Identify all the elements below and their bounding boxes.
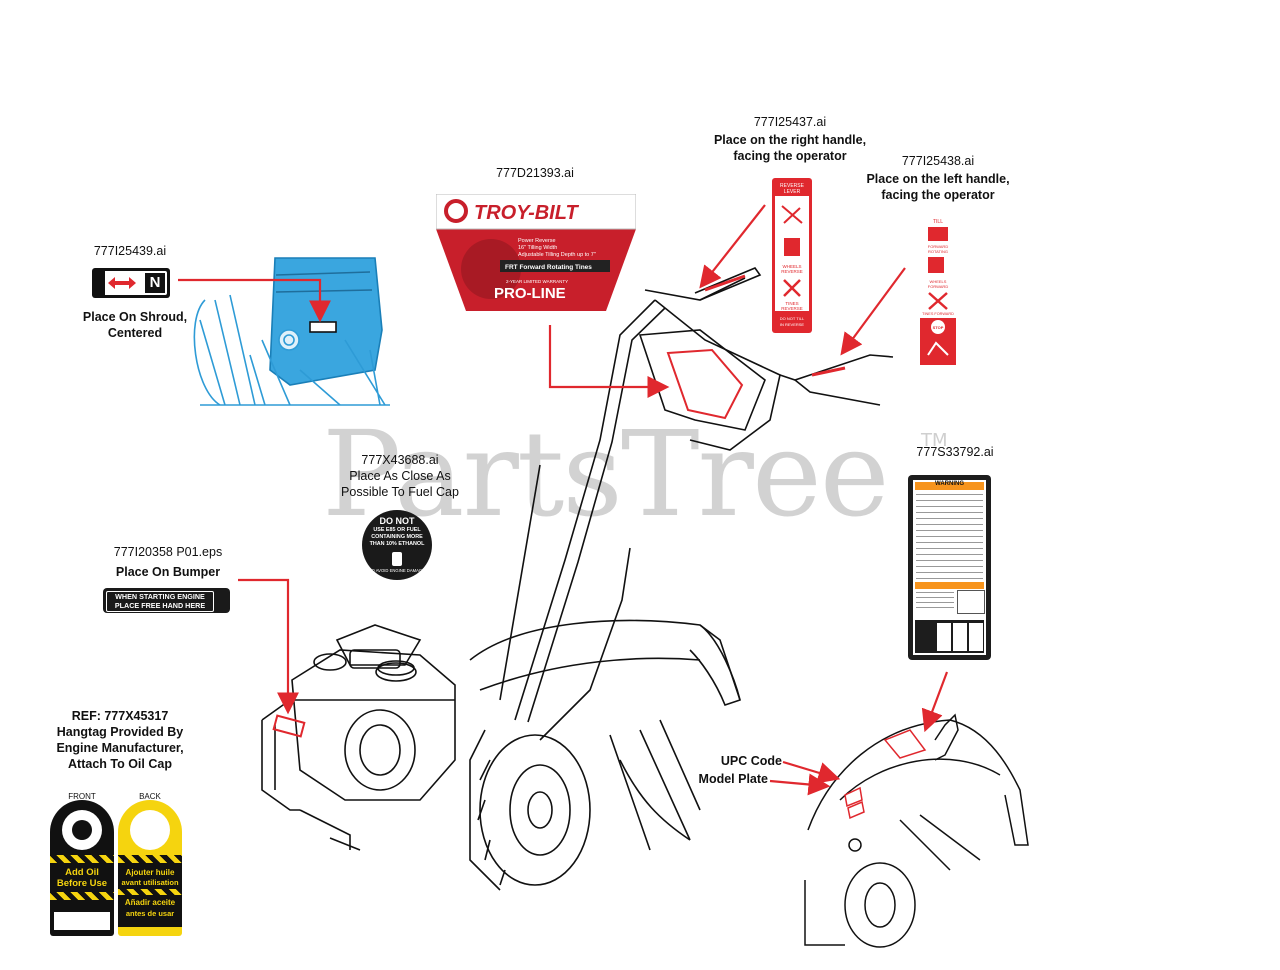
hangtag-line2: Hangtag Provided By bbox=[56, 725, 184, 739]
shroud-line1: Place On Shroud, bbox=[82, 310, 188, 324]
hangtag-back: Ajouter huile avant utilisation Añadir a… bbox=[118, 800, 182, 936]
hangtag-line3: Engine Manufacturer, bbox=[56, 741, 184, 755]
neutral-letter: N bbox=[145, 273, 165, 293]
right-handle-line1: Place on the right handle, bbox=[713, 133, 867, 147]
logo-decal-file: 777D21393.ai bbox=[496, 166, 574, 180]
fuel-warning-decal: DO NOT USE E85 OR FUEL CONTAINING MORE T… bbox=[362, 510, 432, 580]
model-plate-label: Model Plate bbox=[698, 772, 768, 786]
warning-file: 777S33792.ai bbox=[916, 445, 994, 459]
hangtag-front: Add Oil Before Use bbox=[50, 800, 114, 936]
shroud-file: 777I25439.ai bbox=[93, 244, 167, 258]
svg-text:TINES: TINES bbox=[785, 301, 798, 306]
decal-brand: TROY-BILT bbox=[474, 202, 579, 224]
svg-text:ROTATING: ROTATING bbox=[928, 249, 948, 254]
shroud-line2: Centered bbox=[107, 326, 163, 340]
svg-text:TILL: TILL bbox=[933, 219, 943, 225]
decal-brand-line-3: Adjustable Tilling Depth up to 7" bbox=[518, 252, 596, 258]
neutral-decal: N bbox=[92, 268, 170, 298]
tine-hood bbox=[469, 619, 741, 851]
svg-text:REVERSE: REVERSE bbox=[781, 306, 803, 311]
left-handle-file: 777I25438.ai bbox=[901, 154, 975, 168]
warning-decal: WARNING bbox=[908, 475, 991, 660]
svg-text:DO NOT TILL: DO NOT TILL bbox=[780, 316, 805, 321]
tiller-frame bbox=[499, 267, 894, 741]
hangtag-ref: REF: 777X45317 bbox=[71, 709, 169, 723]
hangtag-line4: Attach To Oil Cap bbox=[68, 757, 172, 771]
fuel-cap-line1: Place As Close As bbox=[349, 469, 451, 483]
tine-hazard-icon bbox=[957, 590, 985, 614]
svg-text:LEVER: LEVER bbox=[784, 189, 801, 195]
left-handle-decal: TILL FORWARD ROTATING WHEELS FORWARD TIN… bbox=[920, 215, 956, 365]
svg-text:FORWARD: FORWARD bbox=[928, 244, 949, 249]
troy-bilt-proline-decal: TROY-BILT Power Reverse 16" Tilling Widt… bbox=[436, 194, 636, 311]
svg-text:REVERSE: REVERSE bbox=[780, 183, 805, 189]
engine-and-wheel bbox=[261, 624, 591, 891]
bumper-line1: Place On Bumper bbox=[115, 565, 221, 579]
hangtag-back-label: BACK bbox=[139, 792, 161, 801]
decal-brand-line-2: 16" Tilling Width bbox=[518, 245, 557, 251]
svg-text:REVERSE: REVERSE bbox=[781, 269, 803, 274]
trademark-mark: TM bbox=[921, 430, 948, 451]
bumper-file: 777I20358 P01.eps bbox=[113, 545, 223, 559]
right-handle-line2: facing the operator bbox=[733, 149, 847, 163]
right-handle-decal: REVERSE LEVER WHEELS REVERSE TINES REVER… bbox=[772, 178, 812, 333]
double-arrow-icon bbox=[95, 271, 136, 295]
decal-warranty: 2-YEAR LIMITED WARRANTY bbox=[506, 279, 568, 284]
fender-detail bbox=[804, 713, 1029, 948]
svg-text:IN REVERSE: IN REVERSE bbox=[780, 322, 805, 327]
leader-arrows bbox=[178, 204, 949, 796]
svg-text:WHEELS: WHEELS bbox=[930, 279, 947, 284]
svg-text:FORWARD: FORWARD bbox=[928, 284, 949, 289]
decal-proline: PRO-LINE bbox=[494, 285, 566, 302]
svg-text:WHEELS: WHEELS bbox=[782, 264, 801, 269]
fuel-pump-icon bbox=[392, 552, 402, 566]
upc-code-label: UPC Code bbox=[720, 754, 782, 768]
hangtag-front-label: FRONT bbox=[68, 792, 96, 801]
svg-text:STOP: STOP bbox=[933, 325, 944, 330]
decal-frt: FRT Forward Rotating Tines bbox=[505, 264, 592, 271]
decal-brand-line-1: Power Reverse bbox=[518, 238, 556, 244]
left-handle-line2: facing the operator bbox=[881, 188, 995, 202]
left-handle-line1: Place on the left handle, bbox=[866, 172, 1010, 186]
fuel-cap-line2: Possible To Fuel Cap bbox=[341, 485, 459, 499]
right-handle-file: 777I25437.ai bbox=[753, 115, 827, 129]
bumper-decal: WHEN STARTING ENGINE PLACE FREE HAND HER… bbox=[103, 588, 230, 613]
fuel-cap-file: 777X43688.ai bbox=[361, 453, 439, 467]
svg-text:TINES FORWARD: TINES FORWARD bbox=[922, 312, 954, 316]
